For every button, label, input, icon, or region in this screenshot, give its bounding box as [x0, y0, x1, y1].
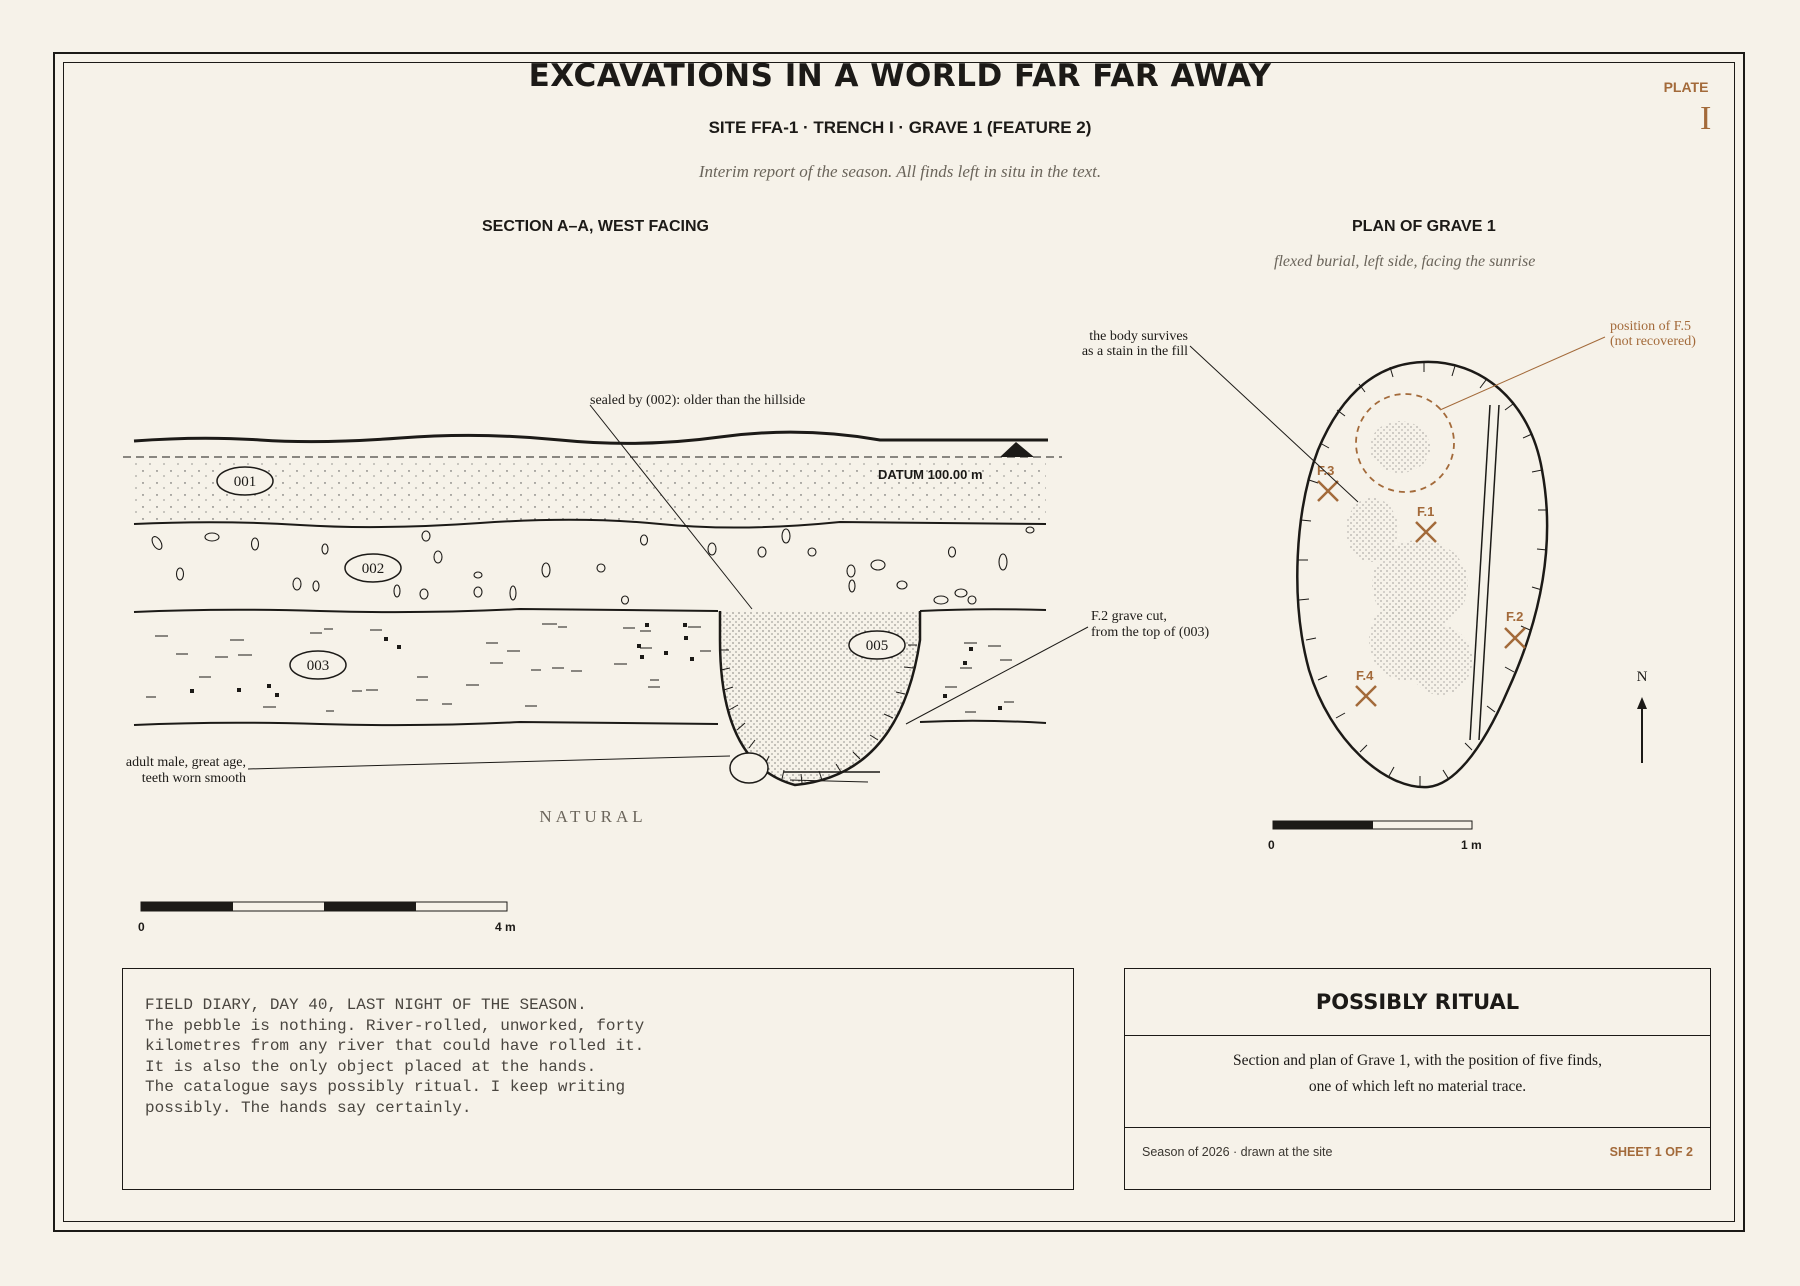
layer-005-label: 005 — [866, 638, 889, 654]
find-f2-icon — [1504, 627, 1526, 649]
natural-label: NATURAL — [539, 807, 646, 826]
find-f1-label: F.1 — [1417, 504, 1434, 519]
plate-label: PLATE — [1663, 79, 1709, 95]
layer-001-label: 001 — [234, 474, 257, 490]
sheet-number: SHEET 1 OF 2 — [1609, 1145, 1693, 1159]
caption-title: POSSIBLY RITUAL — [1125, 969, 1710, 1036]
caption-body-line-1: Section and plan of Grave 1, with the po… — [1233, 1052, 1602, 1069]
f5-leader-line — [1439, 336, 1606, 411]
coffin-edge-line-1 — [1469, 404, 1491, 741]
body-leader-line — [1189, 345, 1359, 503]
section-scale-start: 0 — [138, 920, 145, 934]
plan-subheading: flexed burial, left side, facing the sun… — [1274, 253, 1536, 270]
plan-scale-end: 1 m — [1461, 838, 1482, 852]
find-f4-icon — [1355, 685, 1377, 707]
layer-005-tag — [848, 630, 906, 660]
body-stain — [1346, 421, 1472, 695]
coffin-edge-line-2 — [1478, 404, 1500, 741]
plate-outer-border — [53, 52, 1745, 1232]
find-f2-label: F.2 — [1506, 609, 1523, 624]
plate-title: EXCAVATIONS IN A WORLD FAR FAR AWAY — [528, 58, 1272, 94]
diary-line: kilometres from any river that could hav… — [145, 1037, 645, 1055]
field-diary-box: FIELD DIARY, DAY 40, LAST NIGHT OF THE S… — [122, 968, 1074, 1190]
burial-leader-line — [247, 755, 731, 770]
diary-line: possibly. The hands say certainly. — [145, 1098, 472, 1117]
find-f3-icon — [1317, 480, 1339, 502]
find-f3-label: F.3 — [1317, 463, 1334, 478]
layer-002-tag — [344, 553, 402, 583]
diary-line: The pebble is nothing. River-rolled, unw… — [145, 1016, 645, 1035]
section-heading: SECTION A–A, WEST FACING — [482, 218, 709, 235]
sealed-leader-line — [589, 404, 753, 610]
ground-surface-line — [133, 430, 1048, 445]
plan-scale-bar-dark — [1273, 821, 1373, 829]
layer-boundary-003-natural-right — [919, 719, 1047, 724]
diary-line: It is also the only object placed at the… — [145, 1057, 597, 1076]
datum-marker-icon — [1000, 442, 1034, 457]
body-annotation-1: the body survives — [1089, 329, 1188, 344]
layer-003-texture — [146, 623, 1014, 713]
f5-annotation-2: (not recovered) — [1610, 334, 1696, 349]
caption-season: Season of 2026 · drawn at the site — [1142, 1145, 1333, 1159]
plan-scale-start: 0 — [1268, 838, 1275, 852]
section-drawing: 001 002 003 005 DATUM 100.00 m NATURAL s… — [123, 393, 1210, 934]
layer-003-label: 003 — [307, 658, 330, 674]
layer-003-inclusions — [190, 623, 1002, 710]
layer-boundary-002-003-right — [919, 608, 1047, 612]
plan-heading: PLAN OF GRAVE 1 — [1352, 218, 1496, 235]
plate-number: I — [1700, 100, 1712, 137]
burial-annotation-2: teeth worn smooth — [142, 771, 246, 786]
grave-cut-hachures — [720, 644, 917, 784]
layer-003-tag — [289, 650, 347, 680]
find-f1-icon — [1415, 521, 1437, 543]
report-tagline: Interim report of the season. All finds … — [698, 162, 1102, 181]
diary-line: FIELD DIARY, DAY 40, LAST NIGHT OF THE S… — [145, 996, 587, 1014]
layer-002-pebbles — [151, 526, 1035, 605]
north-arrow-icon — [1637, 697, 1647, 709]
grave-cut-annotation-1: F.2 grave cut, — [1091, 609, 1167, 624]
burial-annotation-1: adult male, great age, — [126, 755, 246, 770]
grave-outline-hachures — [1298, 362, 1548, 786]
pebble-find — [729, 752, 769, 784]
site-subtitle: SITE FFA-1 · TRENCH I · GRAVE 1 (FEATURE… — [708, 118, 1092, 137]
layer-001-tag — [216, 466, 274, 496]
datum-label: DATUM 100.00 m — [878, 467, 983, 482]
find-f4-label: F.4 — [1356, 668, 1374, 683]
body-annotation-2: as a stain in the fill — [1082, 344, 1188, 359]
finds-markers — [1317, 480, 1526, 707]
plan-drawing: F.1 F.2 F.3 F.4 the body survives as a s… — [1082, 319, 1696, 852]
layer-boundary-003-natural-left — [133, 720, 719, 727]
caption-box: POSSIBLY RITUAL Section and plan of Grav… — [1124, 968, 1711, 1190]
section-scale-end: 4 m — [495, 920, 516, 934]
layer-002-label: 002 — [362, 561, 385, 577]
grave-cut-leader-line — [905, 626, 1089, 725]
sealed-annotation: sealed by (002): older than the hillside — [590, 393, 805, 408]
layer-boundary-002-003-left — [133, 607, 719, 614]
layer-boundary-001-002 — [133, 518, 1047, 529]
plate-inner-border — [63, 62, 1735, 1222]
f5-annotation-1: position of F.5 — [1610, 319, 1691, 334]
f5-position-circle — [1355, 393, 1455, 493]
caption-body: Section and plan of Grave 1, with the po… — [1125, 1036, 1710, 1128]
diary-line: The catalogue says possibly ritual. I ke… — [145, 1078, 626, 1096]
caption-body-line-2: one of which left no material trace. — [1308, 1078, 1527, 1095]
north-label: N — [1637, 669, 1648, 685]
grave-cut-annotation-2: from the top of (003) — [1091, 625, 1210, 640]
grave-cut-f2 — [718, 611, 922, 787]
section-scale-bar — [140, 901, 508, 912]
layer-001-fill — [134, 460, 1046, 522]
burial-base-line-2 — [789, 779, 869, 783]
